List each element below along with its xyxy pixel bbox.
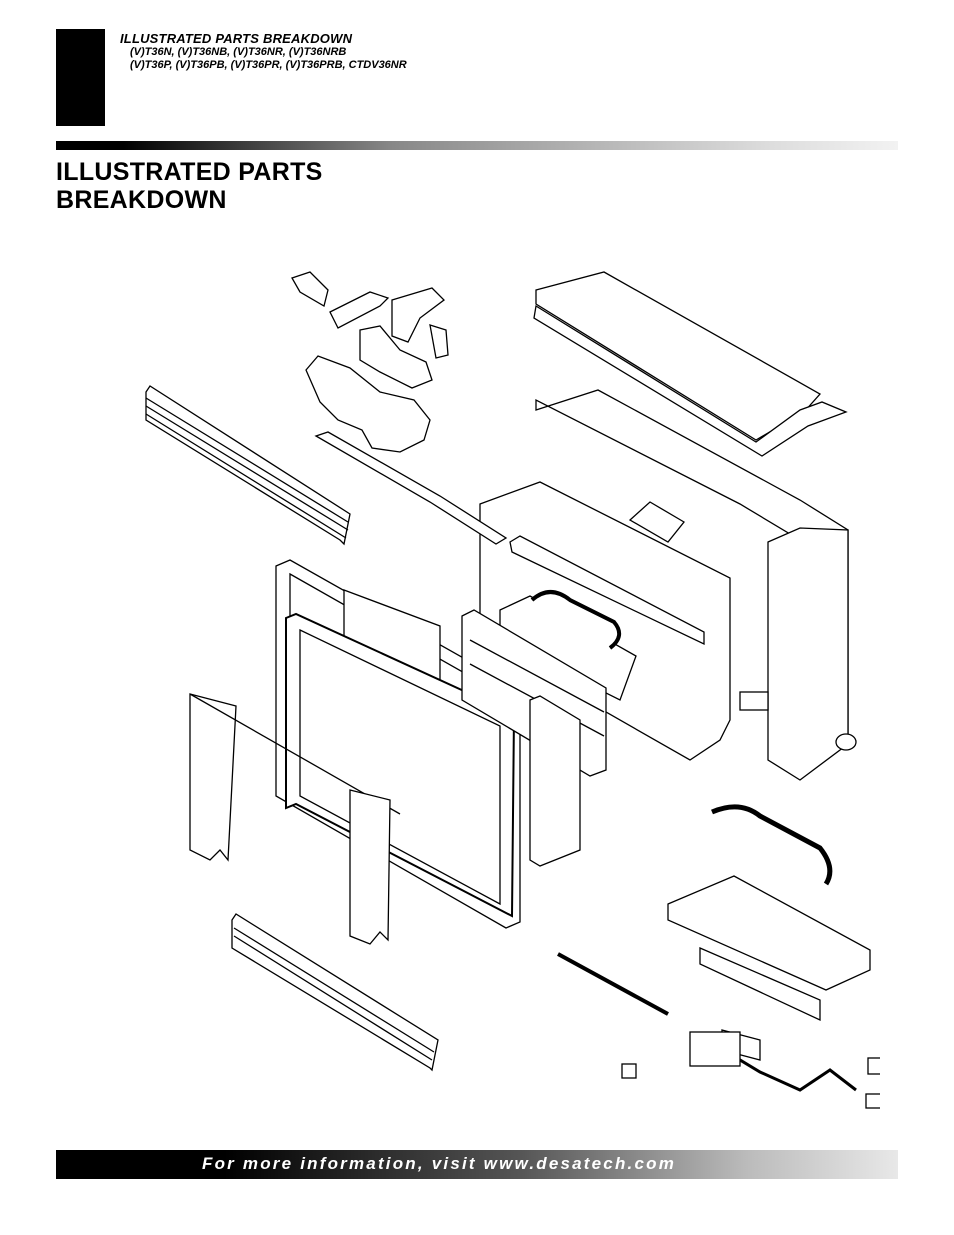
bottom-trim — [231, 913, 439, 1072]
top-panel — [533, 271, 848, 457]
side-panel — [529, 695, 581, 867]
page-header: ILLUSTRATED PARTS BREAKDOWN (V)T36N, (V)… — [120, 31, 407, 72]
header-rule — [56, 141, 898, 150]
fittings — [621, 691, 880, 1109]
firebox-outer — [535, 389, 849, 781]
exploded-parts-diagram — [145, 271, 880, 1109]
header-models-line1: (V)T36N, (V)T36NB, (V)T36NR, (V)T36NRB — [130, 46, 347, 58]
front-frame — [275, 559, 521, 929]
page-title-line2: BREAKDOWN — [56, 186, 227, 214]
burner-housing — [479, 481, 731, 761]
footer-bar: For more information, visit www.desatech… — [56, 1150, 898, 1179]
screen-right — [349, 789, 391, 945]
header-section-title: ILLUSTRATED PARTS BREAKDOWN — [120, 31, 353, 46]
burner-assembly — [667, 804, 871, 1061]
section-tab — [56, 29, 105, 126]
left-trim — [145, 385, 351, 546]
page-title-line1: ILLUSTRATED PARTS — [56, 158, 323, 186]
gas-line — [557, 952, 857, 1092]
footer-link-text[interactable]: For more information, visit www.desatech… — [202, 1154, 677, 1173]
header-models-line2: (V)T36P, (V)T36PB, (V)T36PR, (V)T36PRB, … — [130, 59, 407, 71]
burner-rail — [314, 431, 508, 545]
log-set — [291, 271, 449, 453]
page-title: ILLUSTRATED PARTS BREAKDOWN — [56, 158, 323, 214]
